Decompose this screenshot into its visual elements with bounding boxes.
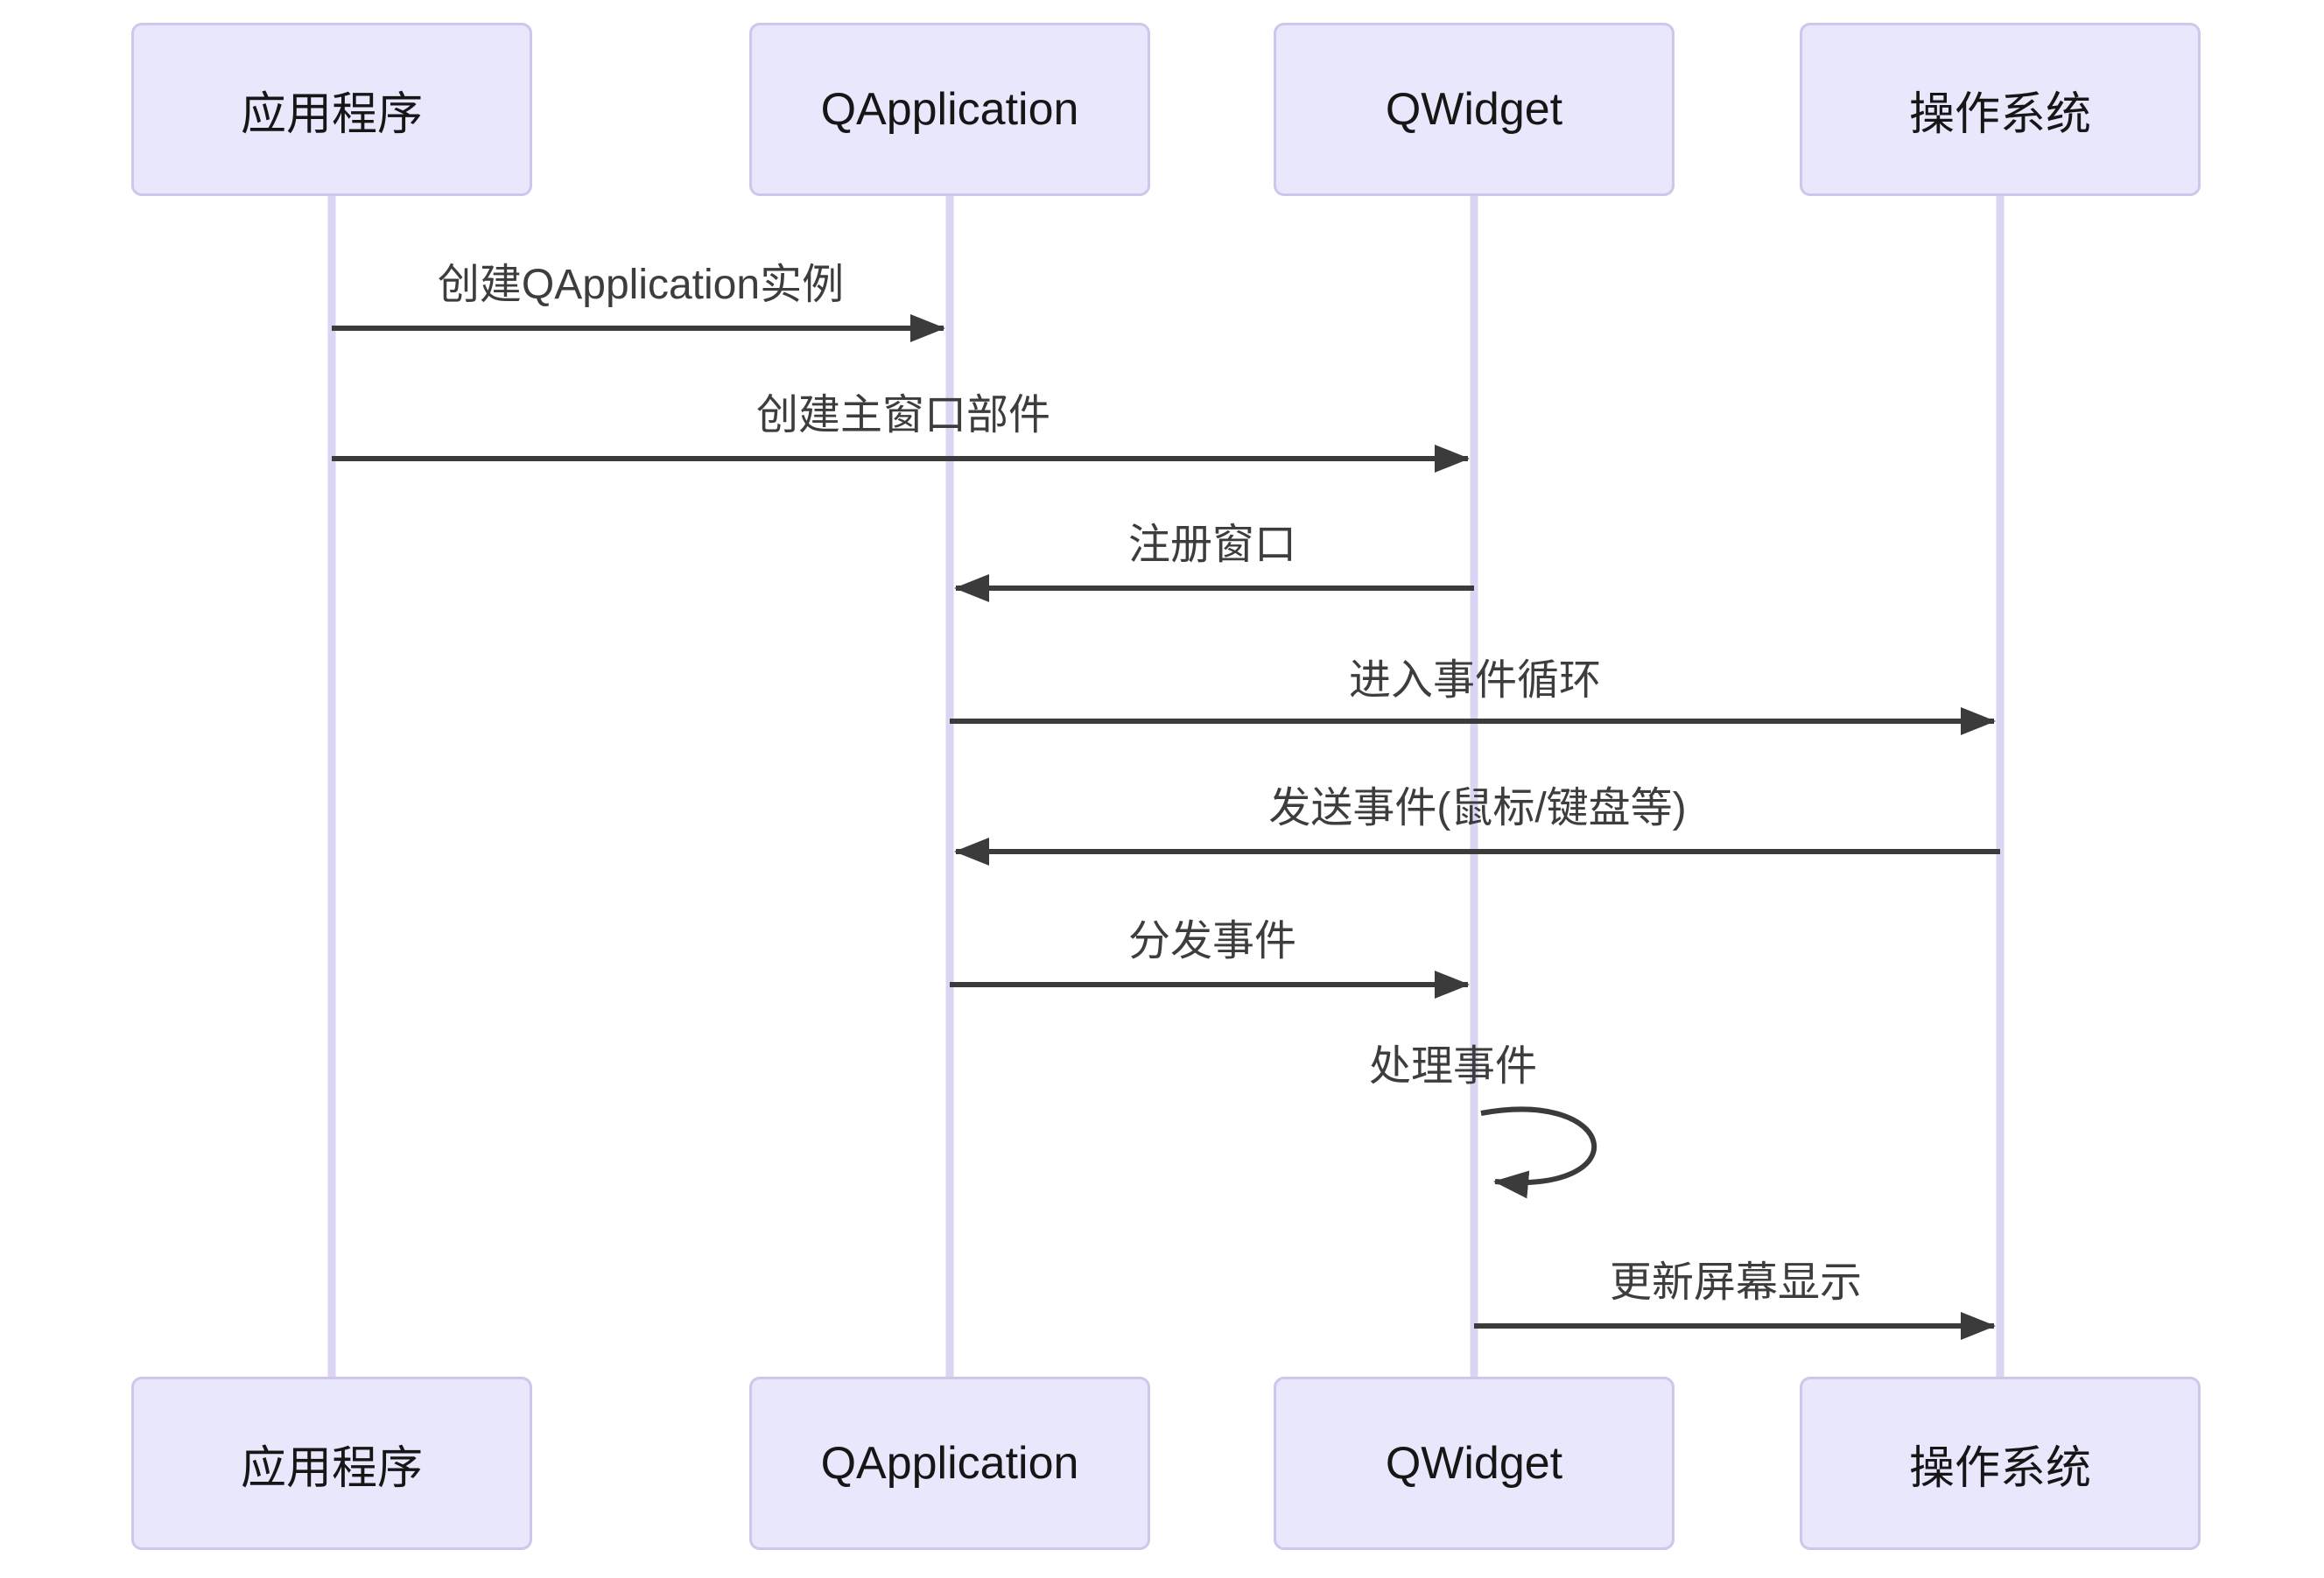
participant-label: QApplication bbox=[820, 1438, 1079, 1489]
message-label-create-qapplication: 创建QApplication实例 bbox=[437, 262, 845, 308]
participant-label: QApplication bbox=[820, 84, 1079, 135]
participant-label: 操作系统 bbox=[1908, 1442, 2091, 1494]
participant-bottom-app: 应用程序 bbox=[131, 1377, 532, 1550]
participant-label: QWidget bbox=[1385, 84, 1563, 135]
message-label-send-events: 发送事件(鼠标/键盘等) bbox=[1268, 785, 1687, 831]
participant-bottom-os: 操作系统 bbox=[1800, 1377, 2201, 1550]
participant-label: QWidget bbox=[1385, 1438, 1563, 1489]
participant-top-qwidget: QWidget bbox=[1274, 23, 1675, 196]
message-label-dispatch-event: 分发事件 bbox=[1127, 918, 1297, 964]
participant-label: 应用程序 bbox=[240, 88, 423, 140]
participant-label: 操作系统 bbox=[1908, 88, 2091, 140]
participant-top-qapplication: QApplication bbox=[749, 23, 1150, 196]
message-label-update-screen: 更新屏幕显示 bbox=[1609, 1259, 1863, 1306]
message-label-handle-event: 处理事件 bbox=[1368, 1043, 1538, 1090]
participant-top-app: 应用程序 bbox=[131, 23, 532, 196]
participant-top-os: 操作系统 bbox=[1800, 23, 2201, 196]
self-loop-arrow-handle-event bbox=[1480, 1106, 1597, 1199]
participant-label: 应用程序 bbox=[240, 1442, 423, 1494]
message-label-register-window: 注册窗口 bbox=[1127, 522, 1297, 568]
message-label-enter-event-loop: 进入事件循环 bbox=[1348, 657, 1602, 704]
participant-bottom-qwidget: QWidget bbox=[1274, 1377, 1675, 1550]
participant-bottom-qapplication: QApplication bbox=[749, 1377, 1150, 1550]
message-label-create-main-widget: 创建主窗口部件 bbox=[755, 392, 1051, 438]
